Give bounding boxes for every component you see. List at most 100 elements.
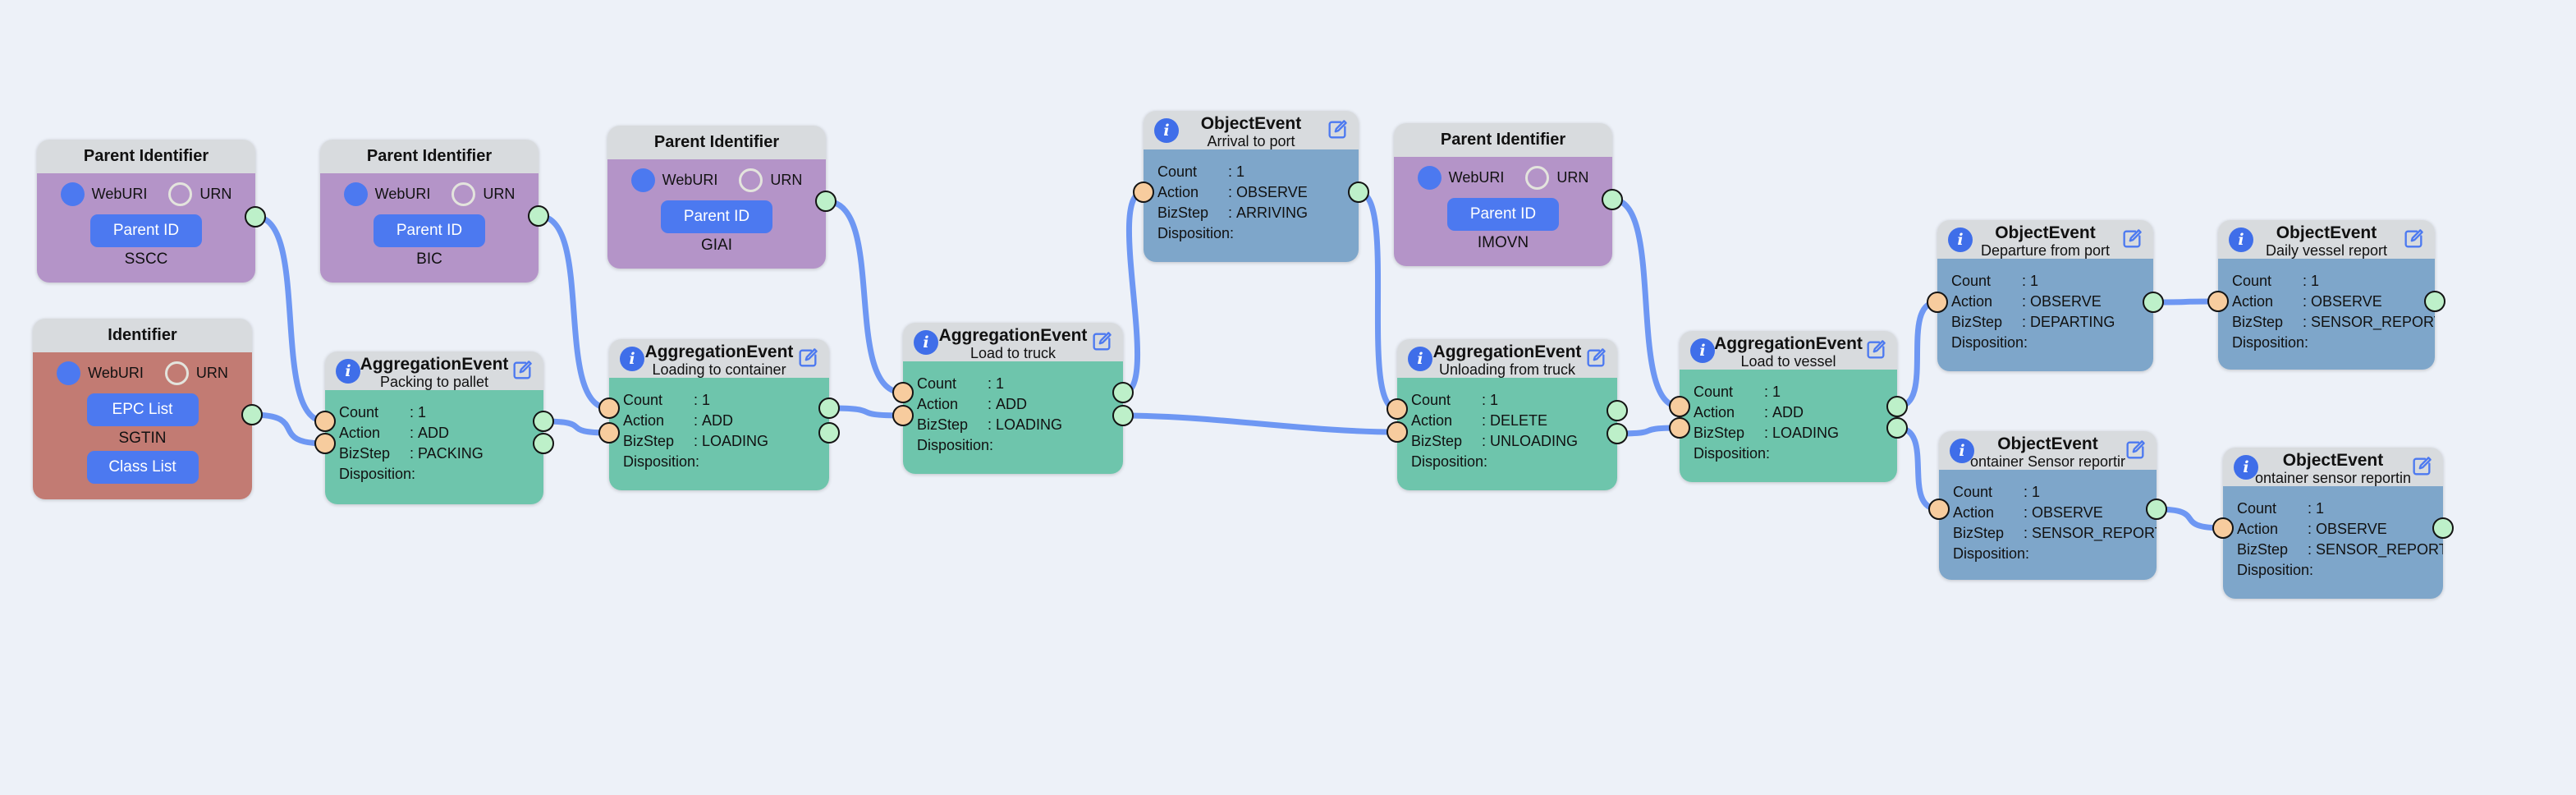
radio-option-weburi[interactable]: WebURI xyxy=(1417,166,1504,190)
edge-object-container-sensor-reporting-1-to-object-container-sensor-reporting-2[interactable] xyxy=(2153,506,2226,531)
info-icon[interactable]: i xyxy=(1948,227,1973,252)
edit-icon[interactable] xyxy=(1864,338,1887,361)
edge-parent-identifier-giai-to-aggregation-load-to-truck[interactable] xyxy=(823,198,906,396)
info-icon[interactable]: i xyxy=(1408,347,1432,371)
edit-icon[interactable] xyxy=(2124,439,2147,462)
edge-aggregation-load-to-truck-to-object-arrival-to-port[interactable] xyxy=(1120,189,1147,396)
radio-option-urn[interactable]: URN xyxy=(168,182,231,206)
source-handle[interactable] xyxy=(533,411,554,432)
target-handle[interactable] xyxy=(1927,292,1948,313)
target-handle[interactable] xyxy=(314,433,336,454)
target-handle[interactable] xyxy=(892,382,914,403)
source-handle[interactable] xyxy=(533,433,554,454)
target-handle[interactable] xyxy=(2207,291,2229,312)
radio-option-urn[interactable]: URN xyxy=(1525,166,1588,190)
target-handle[interactable] xyxy=(1387,421,1408,443)
info-icon[interactable]: i xyxy=(1154,118,1179,143)
source-handle[interactable] xyxy=(1886,417,1908,439)
target-handle[interactable] xyxy=(1133,182,1154,203)
radio-option-urn[interactable]: URN xyxy=(739,168,802,192)
info-icon[interactable]: i xyxy=(914,330,938,355)
info-icon[interactable]: i xyxy=(336,359,360,384)
source-handle[interactable] xyxy=(1607,423,1628,444)
edit-icon[interactable] xyxy=(2402,227,2425,250)
target-handle[interactable] xyxy=(598,398,620,419)
parent-id-button[interactable]: Parent ID xyxy=(90,214,202,247)
edge-parent-identifier-imovn-to-aggregation-load-to-vessel[interactable] xyxy=(1609,196,1683,410)
edge-aggregation-packing-to-pallet-to-aggregation-loading-to-container[interactable] xyxy=(540,418,612,436)
source-handle[interactable] xyxy=(1886,396,1908,417)
radio-option-urn[interactable]: URN xyxy=(451,182,515,206)
radio-option-weburi[interactable]: WebURI xyxy=(630,168,717,192)
target-handle[interactable] xyxy=(892,405,914,426)
info-icon[interactable]: i xyxy=(1950,439,1974,463)
edge-aggregation-load-to-vessel-to-object-container-sensor-reporting-1[interactable] xyxy=(1894,425,1942,512)
target-handle[interactable] xyxy=(598,422,620,443)
target-handle[interactable] xyxy=(1387,398,1408,420)
target-handle[interactable] xyxy=(314,411,336,432)
info-icon[interactable]: i xyxy=(1690,338,1715,363)
source-handle[interactable] xyxy=(241,404,263,425)
parent-id-button[interactable]: Parent ID xyxy=(1447,198,1559,231)
source-handle[interactable] xyxy=(1602,189,1623,210)
edge-parent-identifier-bic-to-aggregation-loading-to-container[interactable] xyxy=(535,213,612,411)
edit-icon[interactable] xyxy=(511,359,534,382)
edit-icon[interactable] xyxy=(1326,118,1349,141)
radio-option-weburi[interactable]: WebURI xyxy=(57,361,144,385)
info-icon[interactable]: i xyxy=(620,347,644,371)
edit-icon[interactable] xyxy=(1090,330,1113,353)
source-handle[interactable] xyxy=(528,205,549,227)
edge-identifier-sgtin-to-aggregation-packing-to-pallet[interactable] xyxy=(249,411,328,447)
edge-aggregation-loading-to-container-to-aggregation-load-to-truck[interactable] xyxy=(826,405,906,419)
source-handle[interactable] xyxy=(815,191,837,212)
source-handle[interactable] xyxy=(2143,292,2164,313)
target-handle[interactable] xyxy=(2212,517,2234,539)
source-handle[interactable] xyxy=(2146,499,2167,520)
source-handle[interactable] xyxy=(1607,400,1628,421)
edit-icon[interactable] xyxy=(1584,347,1607,370)
edit-icon[interactable] xyxy=(2120,227,2143,250)
edit-icon[interactable] xyxy=(2410,455,2433,478)
info-icon[interactable]: i xyxy=(2234,455,2258,480)
class-list-button[interactable]: Class List xyxy=(86,451,199,484)
edit-icon[interactable] xyxy=(796,347,819,370)
source-handle[interactable] xyxy=(245,206,266,227)
parent-id-button[interactable]: Parent ID xyxy=(661,200,772,233)
target-handle[interactable] xyxy=(1669,417,1690,439)
edge-aggregation-load-to-truck-to-aggregation-unloading-from-truck[interactable] xyxy=(1120,412,1400,435)
source-handle[interactable] xyxy=(1112,405,1134,426)
radio-option-weburi[interactable]: WebURI xyxy=(343,182,430,206)
epc-list-button[interactable]: EPC List xyxy=(86,393,199,426)
edge-aggregation-unloading-from-truck-to-aggregation-load-to-vessel[interactable] xyxy=(1614,425,1683,437)
radio-option-weburi[interactable]: WebURI xyxy=(60,182,147,206)
source-handle[interactable] xyxy=(818,422,840,443)
source-handle[interactable] xyxy=(1348,182,1369,203)
source-handle[interactable] xyxy=(1112,382,1134,403)
source-handle[interactable] xyxy=(818,398,840,419)
radio-option-urn[interactable]: URN xyxy=(164,361,228,385)
edge-aggregation-load-to-vessel-to-object-departure-from-port[interactable] xyxy=(1894,299,1941,410)
edge-object-departure-from-port-to-object-daily-vessel-report[interactable] xyxy=(2150,298,2221,306)
source-handle[interactable] xyxy=(2424,291,2445,312)
target-handle[interactable] xyxy=(1928,499,1950,520)
edge-parent-identifier-sscc-to-aggregation-packing-to-pallet[interactable] xyxy=(252,214,328,425)
parent-id-button[interactable]: Parent ID xyxy=(374,214,485,247)
target-handle[interactable] xyxy=(1669,396,1690,417)
edge-object-arrival-to-port-to-aggregation-unloading-from-truck[interactable] xyxy=(1355,189,1400,412)
